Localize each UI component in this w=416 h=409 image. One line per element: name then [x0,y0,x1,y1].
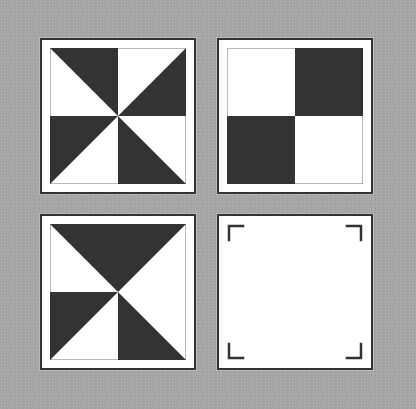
pinwheel-a-pattern [50,48,186,184]
triangle-segment [118,48,186,116]
pinwheel-b-pattern [50,224,186,360]
puzzle-tile-pinwheel-b[interactable] [40,214,196,370]
checkerboard-pattern [227,48,363,184]
triangle-segment [50,292,118,360]
square-segment [227,116,295,184]
corner-brackets-icon [227,224,363,360]
triangle-segment [50,48,118,116]
triangle-segment [118,116,186,184]
triangle-segment [118,224,186,292]
puzzle-tile-checkerboard[interactable] [217,38,373,194]
answer-slot[interactable] [217,214,373,370]
triangle-segment [118,292,186,360]
square-segment [295,48,363,116]
triangle-segment [50,116,118,184]
puzzle-tile-pinwheel-a[interactable] [40,38,196,194]
triangle-segment [50,224,118,292]
